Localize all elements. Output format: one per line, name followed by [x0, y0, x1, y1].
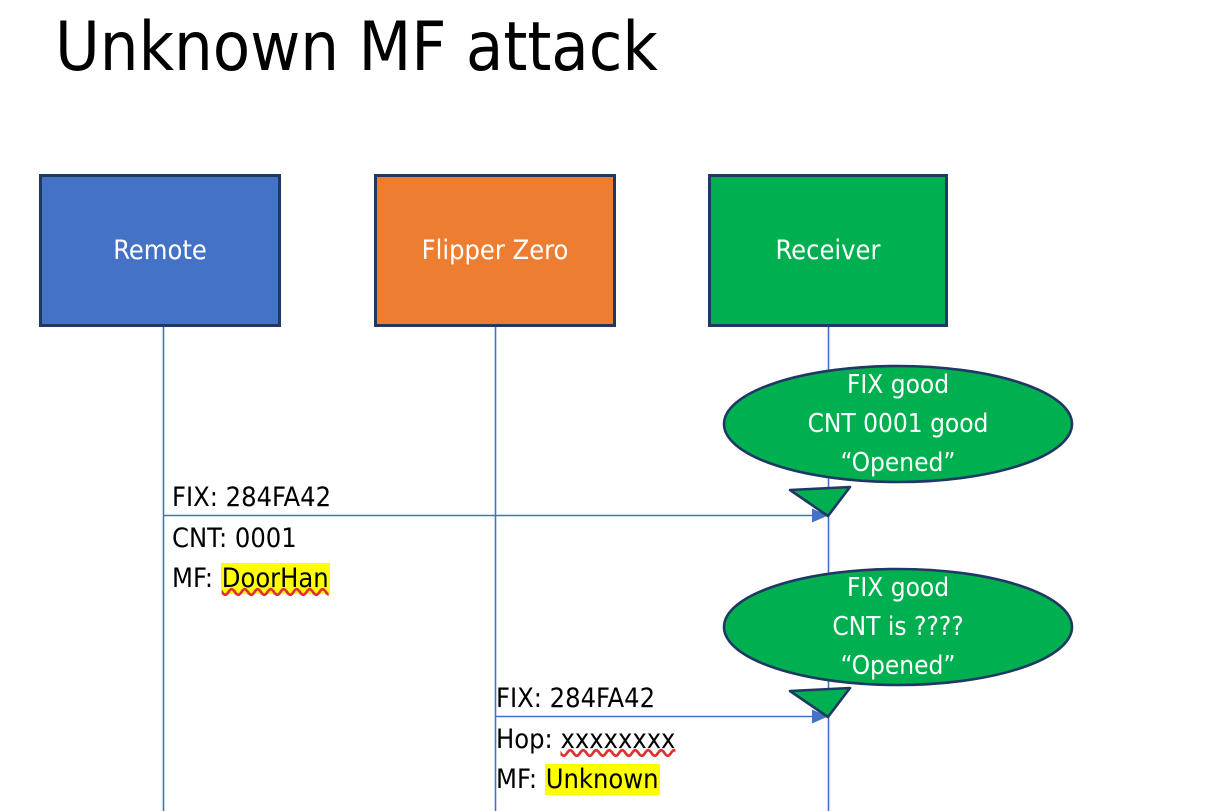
message-arrow-2 — [495, 709, 828, 724]
callout-1-line-3: “Opened” — [840, 447, 956, 478]
message-2-line-2-prefix: Hop: — [496, 724, 561, 755]
message-1-line-2-value: 0001 — [234, 523, 297, 554]
message-2-line-3: MF: Unknown — [496, 760, 675, 800]
message-1-line-2-prefix: CNT: — [172, 523, 235, 554]
callout-2[interactable]: FIX good CNT is ???? “Opened” — [724, 569, 1072, 685]
callout-2-line-1: FIX good — [846, 572, 950, 603]
callout-1-line-1: FIX good — [846, 369, 950, 400]
actor-box-remote[interactable]: Remote — [39, 174, 281, 327]
message-1-line-3: MF: DoorHan — [172, 559, 331, 599]
message-1-line-2: CNT: 0001 — [172, 519, 331, 559]
message-arrow-1 — [163, 508, 828, 523]
message-2-line-3-prefix: MF: — [496, 764, 545, 795]
message-label-2: FIX: 284FA42 Hop: xxxxxxxx MF: Unknown — [496, 679, 675, 800]
actor-label-receiver: Receiver — [775, 234, 881, 266]
actor-label-flipper: Flipper Zero — [421, 234, 569, 266]
callout-1-line-2: CNT 0001 good — [807, 408, 989, 439]
message-1-line-1: FIX: 284FA42 — [172, 478, 331, 518]
message-2-line-1: FIX: 284FA42 — [496, 679, 675, 719]
message-1-line-1-value: 284FA42 — [225, 482, 332, 513]
message-2-line-2-value: xxxxxxxx — [560, 724, 676, 755]
callout-1[interactable]: FIX good CNT 0001 good “Opened” — [724, 366, 1072, 482]
message-label-1: FIX: 284FA42 CNT: 0001 MF: DoorHan — [172, 478, 331, 599]
message-1-line-1-prefix: FIX: — [172, 482, 226, 513]
message-2-line-3-value: Unknown — [544, 764, 660, 795]
actor-box-receiver[interactable]: Receiver — [708, 174, 948, 327]
message-2-line-1-prefix: FIX: — [496, 683, 550, 714]
message-2-line-1-value: 284FA42 — [549, 683, 656, 714]
actor-box-flipper[interactable]: Flipper Zero — [374, 174, 616, 327]
actor-label-remote: Remote — [113, 234, 207, 266]
message-1-line-3-value: DoorHan — [220, 563, 330, 594]
slide-title: Unknown MF attack — [55, 8, 658, 87]
callout-2-line-3: “Opened” — [840, 650, 956, 681]
callout-2-line-2: CNT is ???? — [832, 611, 964, 642]
message-2-line-2: Hop: xxxxxxxx — [496, 720, 675, 760]
callout-shape-1[interactable] — [722, 364, 1074, 518]
callout-shape-2[interactable] — [722, 567, 1074, 719]
message-1-line-3-prefix: MF: — [172, 563, 221, 594]
